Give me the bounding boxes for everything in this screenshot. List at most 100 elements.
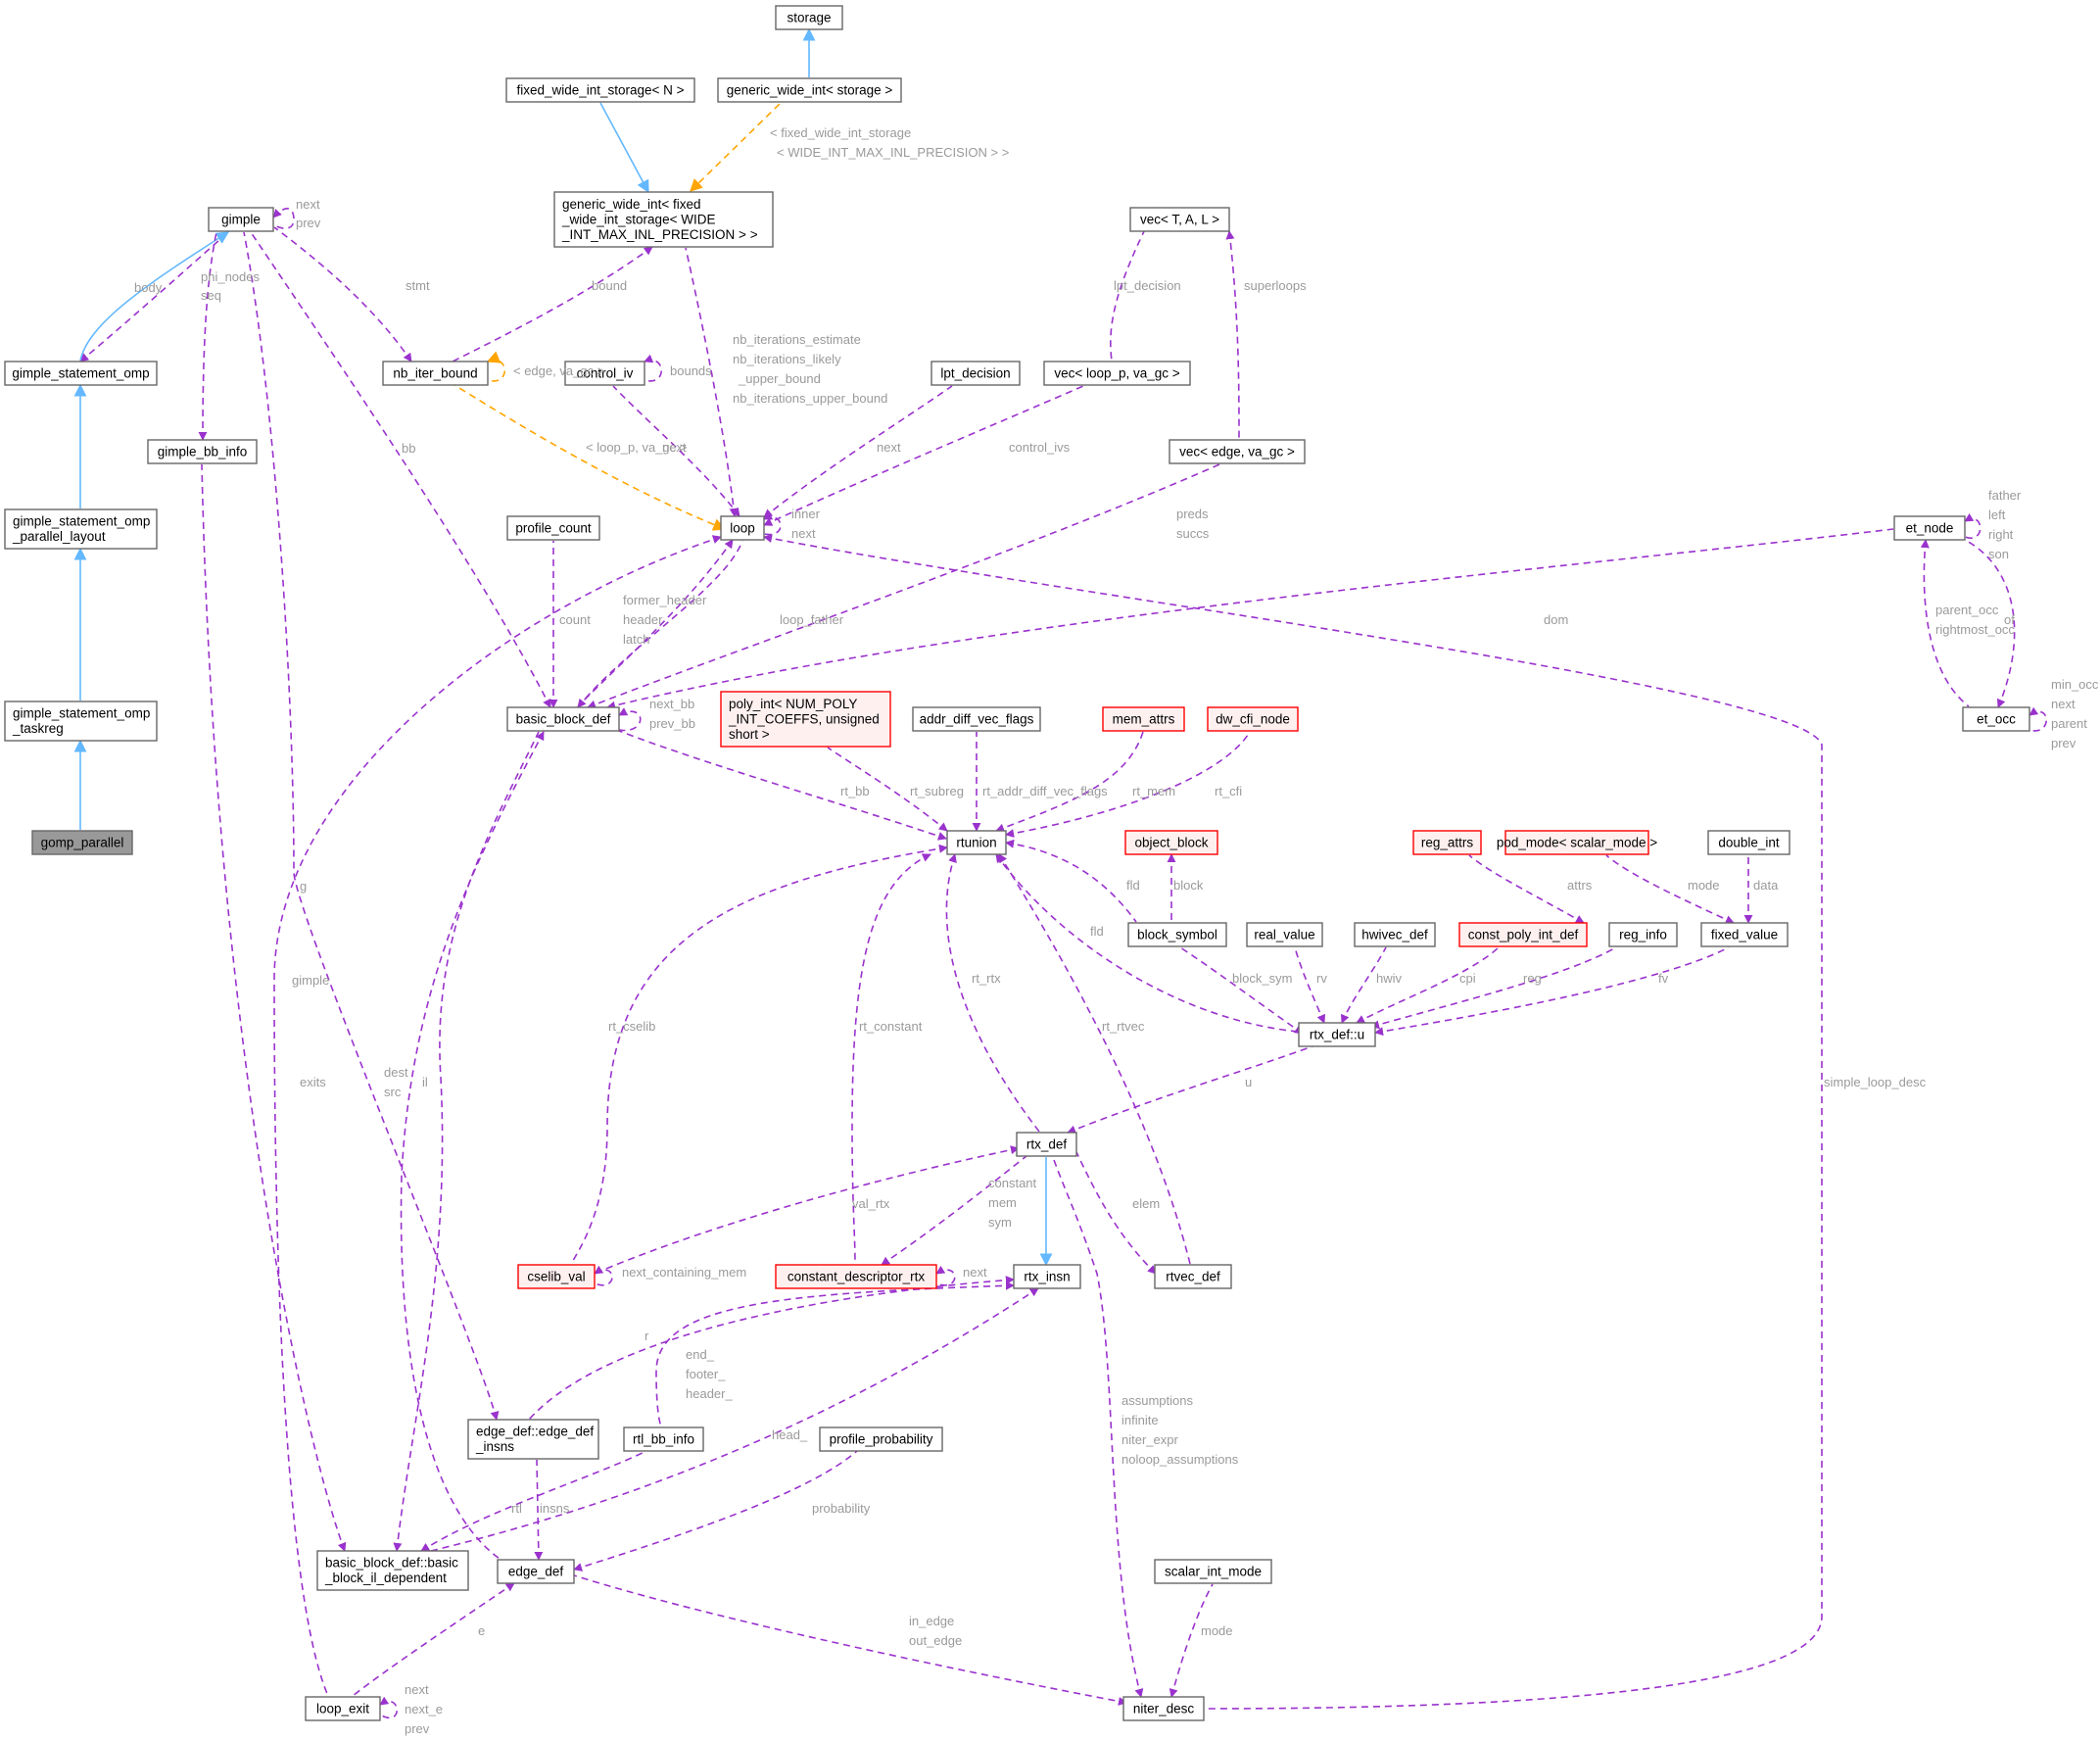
node-rtvec-def[interactable]: rtvec_def (1154, 1264, 1232, 1289)
node-label: dw_cfi_node (1216, 711, 1290, 726)
edge-label: next_bb (649, 697, 694, 711)
node-label: const_poly_int_def (1468, 927, 1579, 942)
node-box (1154, 1264, 1232, 1289)
edge-line (1964, 512, 1981, 539)
node-reg-info[interactable]: reg_info (1608, 922, 1678, 947)
node-gomp-parallel[interactable]: gomp_parallel (31, 830, 133, 855)
node-double-int[interactable]: double_int (1707, 830, 1790, 855)
edge-label: rightmost_occ (1935, 622, 2015, 637)
node-gsopl[interactable]: gimple_statement_omp_parallel_layout (4, 508, 158, 550)
node-vec-loop[interactable]: vec< loop_p, va_gc > (1043, 361, 1191, 386)
node-gsot[interactable]: gimple_statement_omp_taskreg (4, 701, 158, 742)
node-box (553, 191, 774, 248)
node-pod-mode[interactable]: pod_mode< scalar_mode > (1497, 830, 1657, 855)
edge-label: simple_loop_desc (1824, 1075, 1927, 1089)
node-vec-tal[interactable]: vec< T, A, L > (1129, 207, 1230, 232)
node-bbd-dep[interactable]: basic_block_def::basic_block_il_dependen… (316, 1550, 469, 1591)
node-lpt-decision[interactable]: lpt_decision (931, 361, 1021, 386)
node-rtl-bb-info[interactable]: rtl_bb_info (623, 1426, 704, 1452)
node-box (775, 5, 843, 30)
node-box (775, 1264, 937, 1289)
edge-label: nb_iterations_upper_bound (733, 391, 887, 406)
node-loop-exit[interactable]: loop_exit (305, 1696, 381, 1721)
node-label: rtx_def::u (1310, 1027, 1364, 1041)
node-et-node[interactable]: et_node (1893, 515, 1966, 541)
edge-label: succs (1176, 526, 1210, 541)
edge-line (528, 1276, 1015, 1421)
node-box (1354, 922, 1436, 947)
edge-label: probability (812, 1501, 871, 1516)
node-hwivec-def[interactable]: hwivec_def (1354, 922, 1436, 947)
node-dw-cfi-node[interactable]: dw_cfi_node (1207, 706, 1299, 732)
node-label: loop_exit (316, 1701, 369, 1716)
node-scalar-int-mode[interactable]: scalar_int_mode (1154, 1559, 1272, 1584)
node-gwi-storage[interactable]: generic_wide_int< storage > (717, 77, 902, 103)
edge-line (79, 231, 229, 362)
node-loop[interactable]: loop (720, 515, 765, 541)
node-edge-def[interactable]: edge_def (497, 1559, 575, 1584)
node-poly-int[interactable]: poly_int< NUM_POLY_INT_COEFFS, unsigneds… (720, 691, 891, 748)
node-box (720, 515, 765, 541)
node-fwis[interactable]: fixed_wide_int_storage< N > (505, 77, 695, 103)
edge-label: nb_iterations_likely (733, 352, 841, 366)
node-mem-attrs[interactable]: mem_attrs (1102, 706, 1185, 732)
edge-line (945, 853, 1040, 1133)
edge-line (618, 730, 947, 841)
node-box (564, 361, 645, 386)
node-rtx-insn[interactable]: rtx_insn (1013, 1264, 1081, 1289)
node-gso[interactable]: gimple_statement_omp (4, 361, 158, 386)
edge-edi-to-edge-def (534, 1459, 544, 1561)
edge-line (1005, 839, 1137, 923)
edge-gimple-bb-info-to-bbd-dep (201, 463, 347, 1552)
node-niter-desc[interactable]: niter_desc (1122, 1696, 1205, 1721)
node-addr-diff[interactable]: addr_diff_vec_flags (912, 706, 1041, 732)
node-fixed-value[interactable]: fixed_value (1700, 922, 1789, 947)
node-rtunion[interactable]: rtunion (946, 830, 1007, 855)
node-rtx-def[interactable]: rtx_def (1016, 1132, 1077, 1157)
edge-rtunion-to-rtx-def-u (995, 853, 1299, 1033)
edge-label: data (1753, 878, 1779, 893)
edge-label: header_ (686, 1386, 733, 1401)
node-gwi-fixed[interactable]: generic_wide_int< fixed_wide_int_storage… (553, 191, 774, 248)
node-label: loop (730, 520, 755, 535)
edge-line (1005, 731, 1251, 839)
node-label: object_block (1134, 835, 1208, 849)
edge-line (1110, 207, 1157, 362)
edge-label: inner (791, 507, 821, 521)
edge-line (1052, 1156, 1144, 1698)
node-profile-count[interactable]: profile_count (506, 515, 600, 541)
node-storage[interactable]: storage (775, 5, 843, 30)
node-cdr[interactable]: constant_descriptor_rtx (775, 1264, 937, 1289)
edge-gimple-to-gimple-bb-info (198, 231, 217, 441)
edge-label: mode (1688, 878, 1720, 893)
node-rtx-def-u[interactable]: rtx_def::u (1298, 1022, 1376, 1047)
edge-label: latch (623, 632, 649, 647)
node-block-symbol[interactable]: block_symbol (1127, 922, 1227, 947)
node-control-iv[interactable]: control_iv (564, 361, 645, 386)
edge-bbd-to-bbd (618, 707, 642, 732)
node-gimple-bb-info[interactable]: gimple_bb_info (147, 439, 258, 464)
node-edi[interactable]: edge_def::edge_def_insns (467, 1419, 599, 1460)
edge-label: rt_bb (840, 784, 870, 798)
node-label: _taskreg (12, 721, 64, 736)
node-profile-probability[interactable]: profile_probability (819, 1426, 943, 1452)
node-cpid[interactable]: const_poly_int_def (1458, 922, 1588, 947)
edge-label: rtl (511, 1501, 522, 1516)
node-real-value[interactable]: real_value (1246, 922, 1323, 947)
node-cselib-val[interactable]: cselib_val (517, 1264, 596, 1289)
edge-poly-int-to-rtunion (827, 747, 948, 832)
node-et-occ[interactable]: et_occ (1962, 706, 2030, 732)
node-vec-edge[interactable]: vec< edge, va_gc > (1169, 439, 1306, 464)
node-label: _INT_MAX_INL_PRECISION > > (561, 227, 758, 242)
edge-label: preds (1176, 507, 1209, 521)
node-bbd[interactable]: basic_block_def (506, 706, 620, 732)
node-box (208, 207, 274, 232)
edge-label: rt_constant (859, 1019, 923, 1034)
edge-line (79, 231, 230, 362)
edge-line (570, 844, 948, 1265)
node-label: pod_mode< scalar_mode > (1497, 835, 1657, 849)
node-reg-attrs[interactable]: reg_attrs (1412, 830, 1482, 855)
node-object-block[interactable]: object_block (1124, 830, 1218, 855)
node-gimple[interactable]: gimple (208, 207, 274, 232)
node-nb-iter-bound[interactable]: nb_iter_bound (382, 361, 489, 386)
